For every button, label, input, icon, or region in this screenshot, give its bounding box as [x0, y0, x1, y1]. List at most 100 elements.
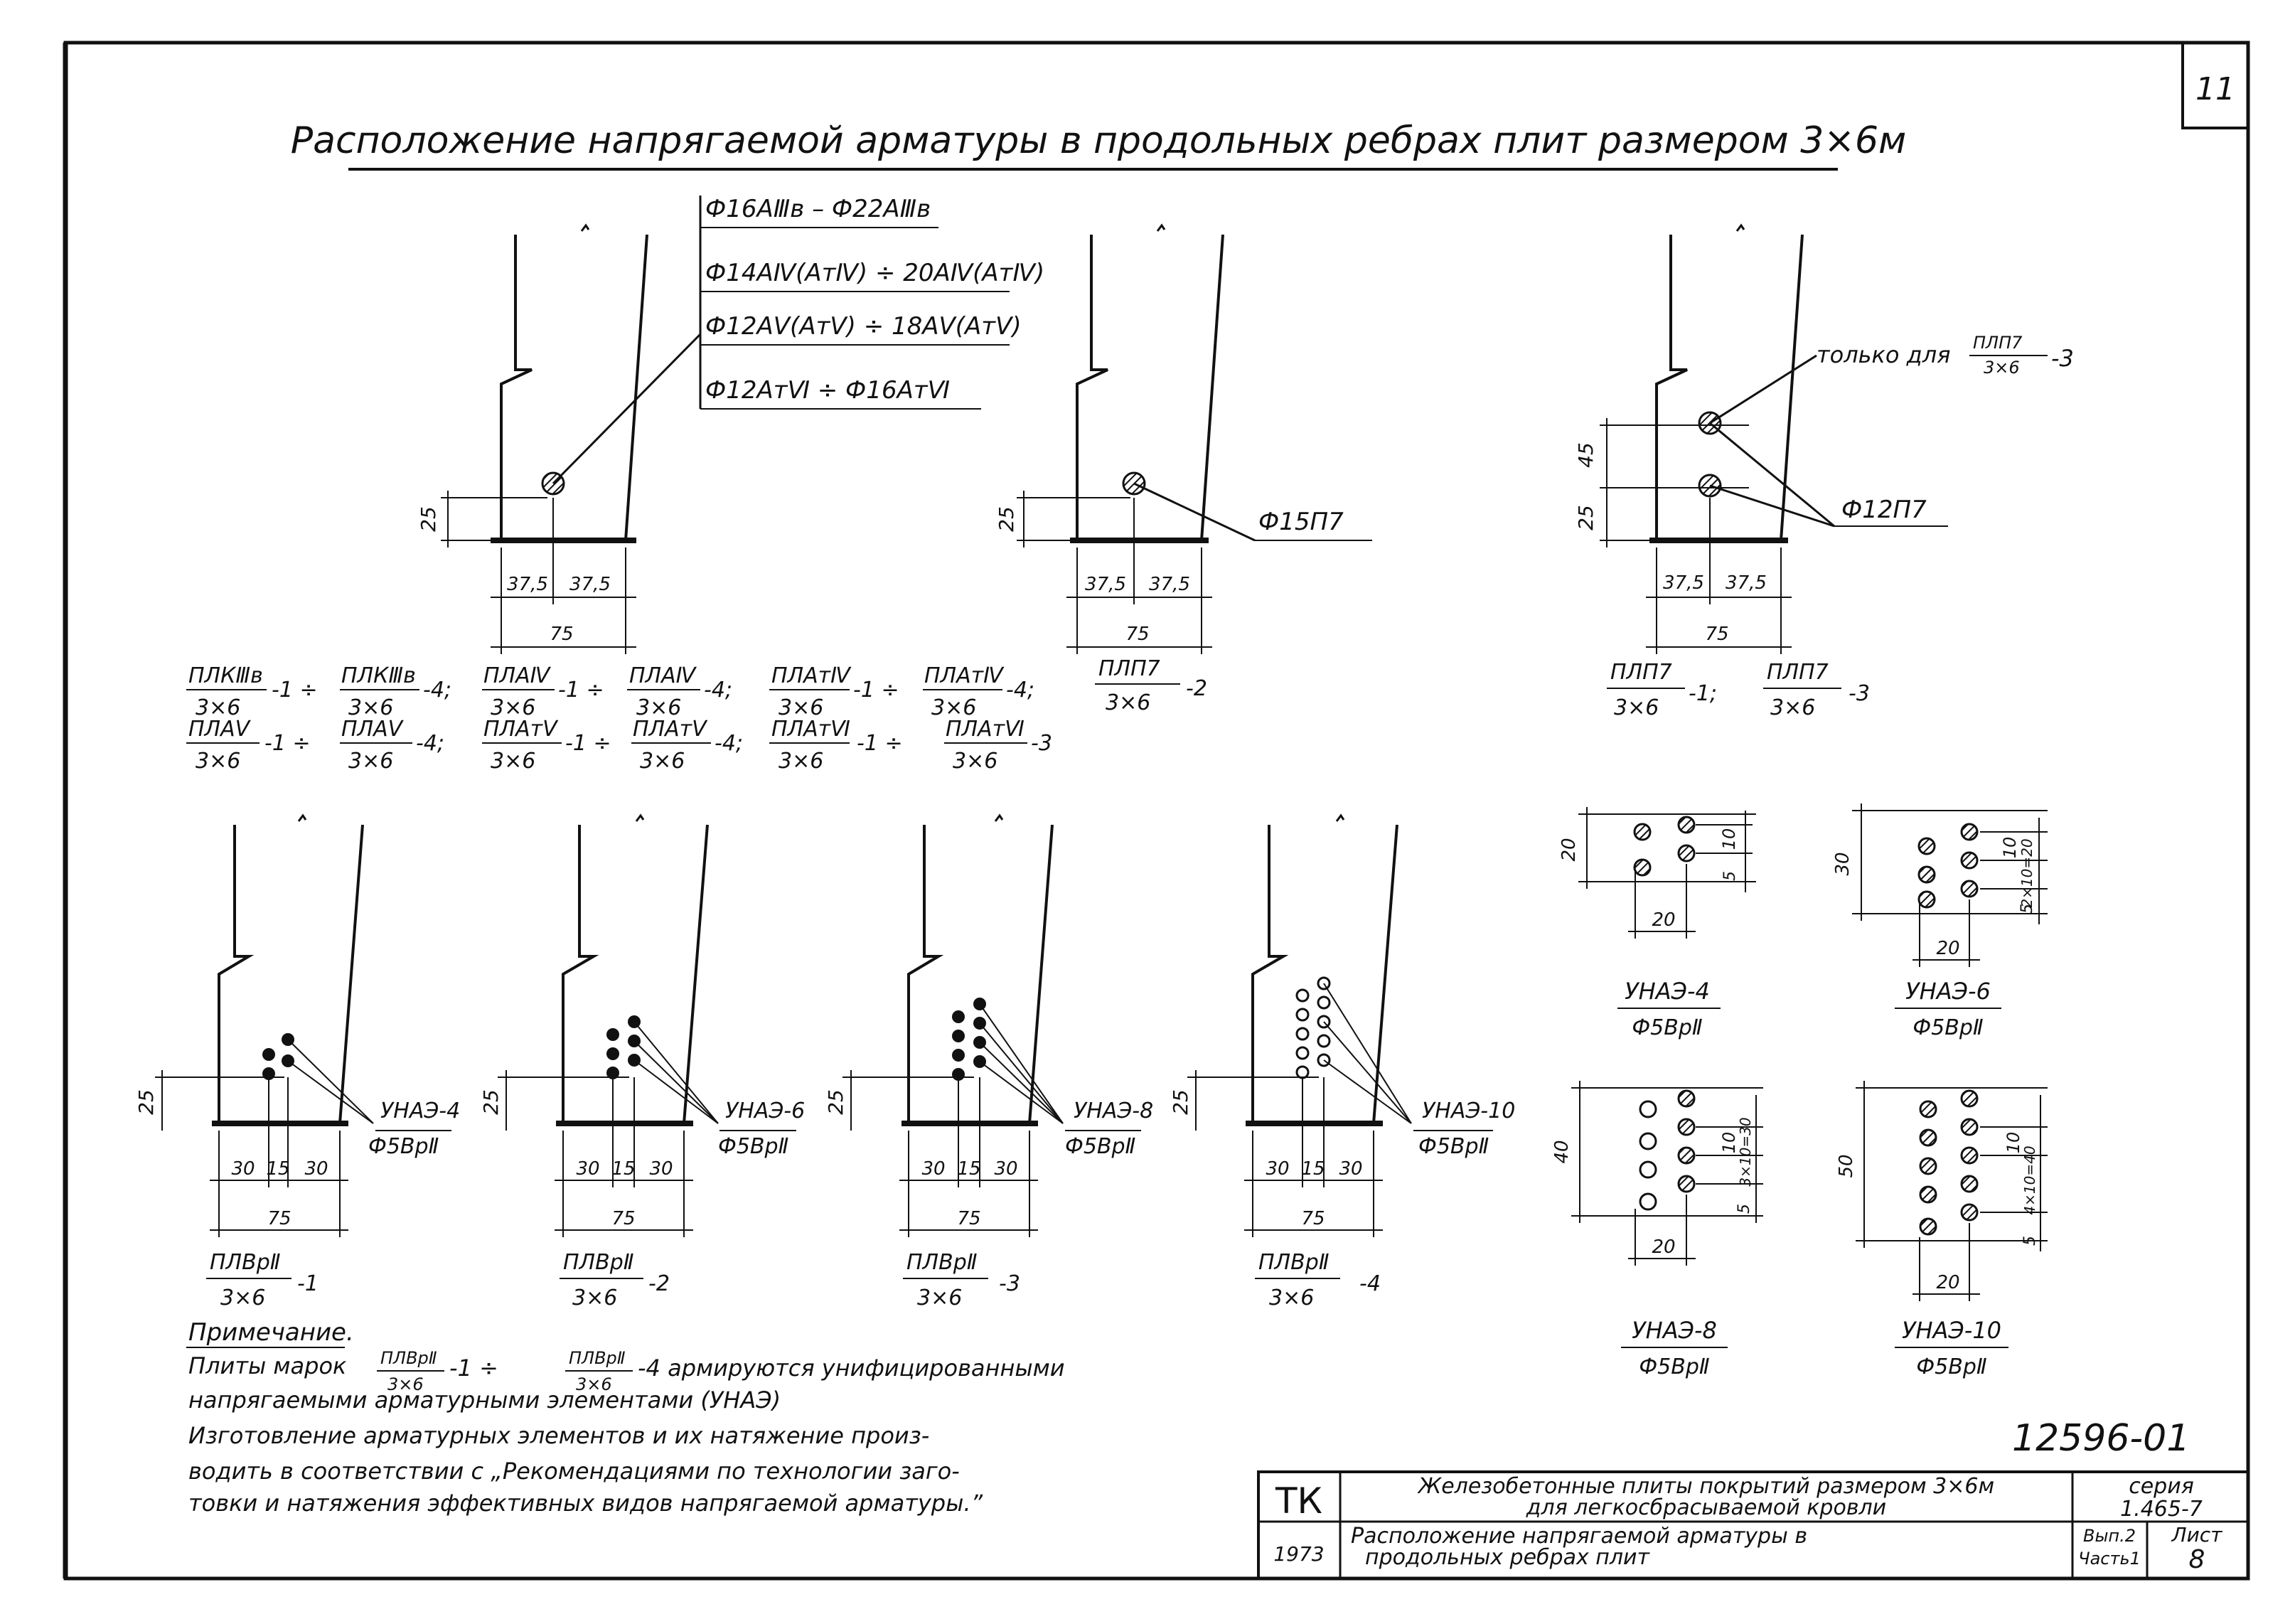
note-suffix: -3 [2051, 345, 2074, 372]
svg-text:-4;: -4; [416, 731, 444, 756]
tb-desc2: для легкосбрасываемой кровли [1526, 1495, 1886, 1520]
wire-dot [952, 1010, 965, 1023]
wire-dot [1295, 1027, 1310, 1041]
callout-3: Ф12АⅤ(АтⅤ) ÷ 18АⅤ(АтⅤ) [705, 312, 1022, 341]
rib-section-3 [1600, 223, 1948, 654]
tb-year: 1973 [1273, 1542, 1324, 1566]
wire-dot [1295, 1046, 1310, 1060]
svg-text:3×6: 3×6 [196, 749, 240, 774]
dim-25: 25 [995, 506, 1018, 532]
note-heading: Примечание. [188, 1318, 354, 1347]
note-line3: Изготовление арматурных элементов и их н… [188, 1422, 929, 1449]
dim-37-5-b: 37,5 [569, 574, 611, 595]
svg-text:-4;: -4; [423, 678, 451, 703]
rib4-dim-25: 25 [1169, 1089, 1192, 1115]
rib2-dim-25: 25 [479, 1089, 503, 1115]
svg-text:-4;: -4; [1006, 678, 1034, 703]
wire-dot [1295, 1065, 1310, 1079]
rib4-dim-15: 15 [1301, 1158, 1325, 1180]
svg-text:ПЛАⅣ: ПЛАⅣ [629, 663, 697, 688]
unae6-dim-w: 20 [1936, 938, 1959, 959]
wire-dot [606, 1067, 619, 1079]
rib2-dim-30b: 30 [649, 1158, 673, 1180]
svg-text:ПЛАтⅣ: ПЛАтⅣ [924, 663, 1005, 688]
svg-text:3×6: 3×6 [348, 749, 393, 774]
unae4-dim-20: 20 [1558, 838, 1580, 861]
tb-tk: ТК [1275, 1480, 1322, 1522]
svg-text:-2: -2 [1186, 676, 1207, 701]
unae10-dim-sum: 4×10=40 [2021, 1145, 2038, 1214]
wire-dot [1317, 995, 1331, 1010]
svg-text:3×6: 3×6 [572, 1286, 617, 1310]
svg-text:ПЛКⅢв: ПЛКⅢв [188, 663, 263, 688]
note-line5: товки и натяжения эффективных видов напр… [188, 1490, 983, 1517]
svg-text:-1: -1 [297, 1271, 319, 1296]
unae6-dim-5: 5 [2018, 904, 2036, 914]
unae10-name: УНАЭ-10 [1902, 1317, 2001, 1344]
unae4-dim-5: 5 [1721, 871, 1739, 881]
rib3-dim-15: 15 [957, 1158, 980, 1180]
rib3-dim-25: 25 [824, 1089, 847, 1115]
rib-section-1 [441, 196, 702, 654]
tb-series-label: серия [2129, 1474, 2194, 1499]
svg-text:3×6: 3×6 [196, 695, 240, 720]
unae6-name: УНАЭ-6 [1905, 978, 1991, 1005]
note-only-for: только для [1817, 341, 1950, 368]
dim-45: 45 [1574, 442, 1598, 468]
svg-text:ПЛП7: ПЛП7 [1610, 660, 1672, 685]
dim-37-5-a: 37,5 [1085, 574, 1126, 595]
rib4-callout2: Ф5ВрⅡ [1418, 1134, 1489, 1159]
svg-text:3×6: 3×6 [636, 695, 681, 720]
svg-text:ПЛВрⅡ: ПЛВрⅡ [563, 1250, 634, 1275]
unae6-dim-30: 30 [1832, 852, 1853, 875]
tb-list-label: Лист [2171, 1523, 2223, 1546]
element-unae-10 [1856, 1081, 2048, 1301]
tb-desc1: Железобетонные плиты покрытий размером 3… [1417, 1474, 1994, 1499]
unae8-dim-5: 5 [1735, 1204, 1753, 1214]
unae8-dim-sum: 3×10=30 [1737, 1117, 1754, 1186]
svg-text:-1 ÷: -1 ÷ [264, 731, 311, 756]
rib3-dim-30a: 30 [921, 1158, 945, 1180]
rib2-dim-30a: 30 [576, 1158, 599, 1180]
note-line1-b: -4 армируются унифицированными [638, 1355, 1065, 1382]
rib2-callout: УНАЭ-6 [725, 1099, 805, 1123]
wire-dot [1295, 1008, 1310, 1022]
note-line1-m2d: 3×6 [576, 1374, 612, 1394]
dim-37-5-b: 37,5 [1726, 572, 1767, 594]
note-line1-m1n: ПЛВрⅡ [380, 1348, 437, 1368]
dim-25: 25 [417, 506, 440, 532]
svg-text:3×6: 3×6 [220, 1286, 265, 1310]
page-title: Расположение напрягаемой арматуры в прод… [291, 119, 1907, 162]
rib1-dim-25: 25 [134, 1089, 158, 1115]
svg-text:3×6: 3×6 [953, 749, 997, 774]
drawing-number: 12596-01 [2012, 1417, 2190, 1460]
svg-text:ПЛАтⅥ: ПЛАтⅥ [771, 717, 850, 742]
unae6-dim-10: 10 [2000, 837, 2020, 859]
unae4-sub: Ф5ВрⅡ [1632, 1015, 1702, 1040]
svg-text:-1 ÷: -1 ÷ [857, 731, 903, 756]
svg-text:3×6: 3×6 [1614, 695, 1659, 720]
unae10-dim-10: 10 [2004, 1132, 2023, 1154]
note-line1-m1d: 3×6 [387, 1374, 424, 1394]
svg-text:-3: -3 [999, 1271, 1020, 1296]
note-line1-mid: -1 ÷ [449, 1355, 498, 1382]
callout-f12p7: Ф12П7 [1841, 496, 1927, 524]
svg-text:3×6: 3×6 [491, 749, 535, 774]
note-line1-a: Плиты марок [188, 1352, 347, 1379]
dim-75: 75 [1705, 624, 1728, 645]
rib-section-2 [1017, 223, 1372, 654]
svg-text:3×6: 3×6 [1269, 1286, 1314, 1310]
svg-text:-3: -3 [1031, 731, 1052, 756]
